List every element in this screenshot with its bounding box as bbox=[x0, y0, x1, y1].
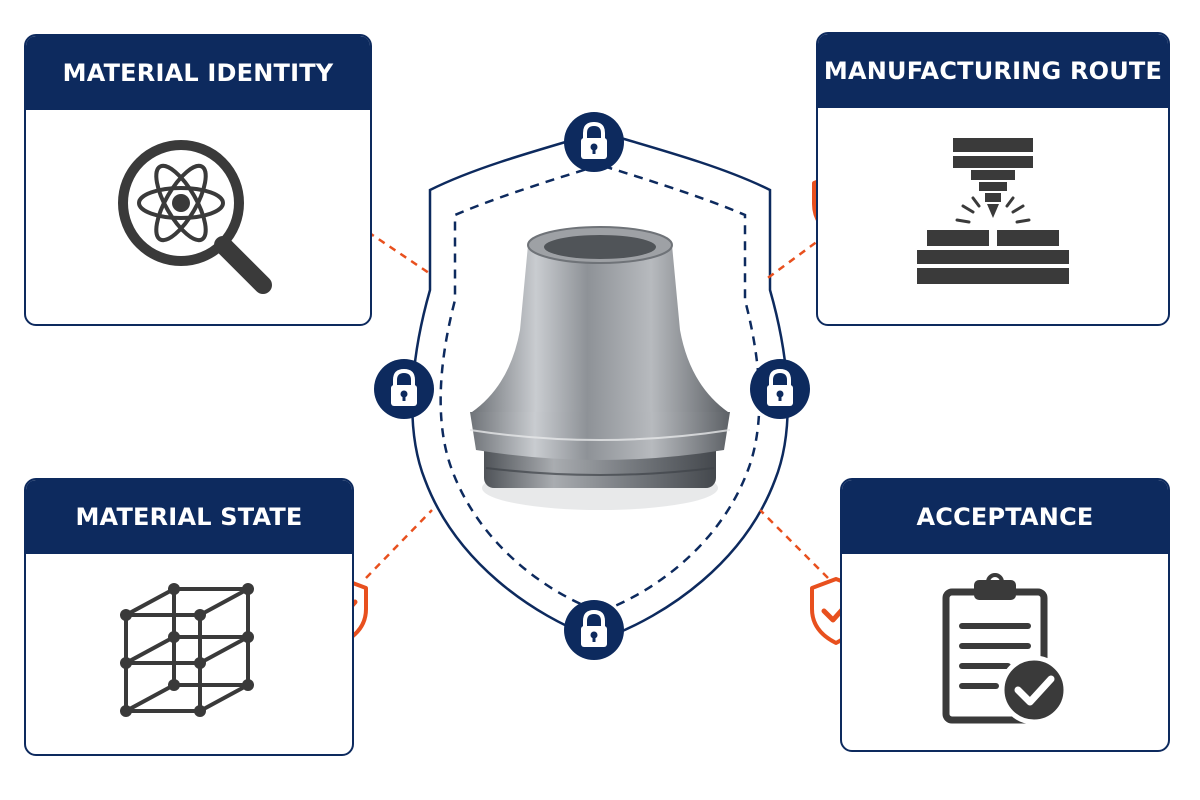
connector-material-identity bbox=[367, 230, 433, 277]
lock-icon bbox=[374, 359, 434, 419]
card-acceptance: ACCEPTANCE bbox=[840, 478, 1170, 752]
connector-acceptance bbox=[759, 509, 829, 579]
atom-magnifier-icon bbox=[118, 140, 272, 294]
card-title: MATERIAL STATE bbox=[26, 480, 352, 554]
crystal-lattice-icon bbox=[120, 583, 254, 717]
lock-icon bbox=[564, 112, 624, 172]
lock-icon bbox=[564, 600, 624, 660]
metal-part-icon bbox=[469, 226, 731, 510]
card-material-identity: MATERIAL IDENTITY bbox=[24, 34, 372, 326]
card-title: ACCEPTANCE bbox=[842, 480, 1168, 554]
press-machine-icon bbox=[917, 138, 1069, 284]
card-title: MANUFACTURING ROUTE bbox=[818, 34, 1168, 108]
card-title: MATERIAL IDENTITY bbox=[26, 36, 370, 110]
card-manufacturing-route: MANUFACTURING ROUTE bbox=[816, 32, 1170, 326]
lock-icon bbox=[750, 359, 810, 419]
connector-material-state bbox=[365, 509, 433, 579]
clipboard-check-icon bbox=[942, 573, 1069, 725]
card-material-state: MATERIAL STATE bbox=[24, 478, 354, 756]
